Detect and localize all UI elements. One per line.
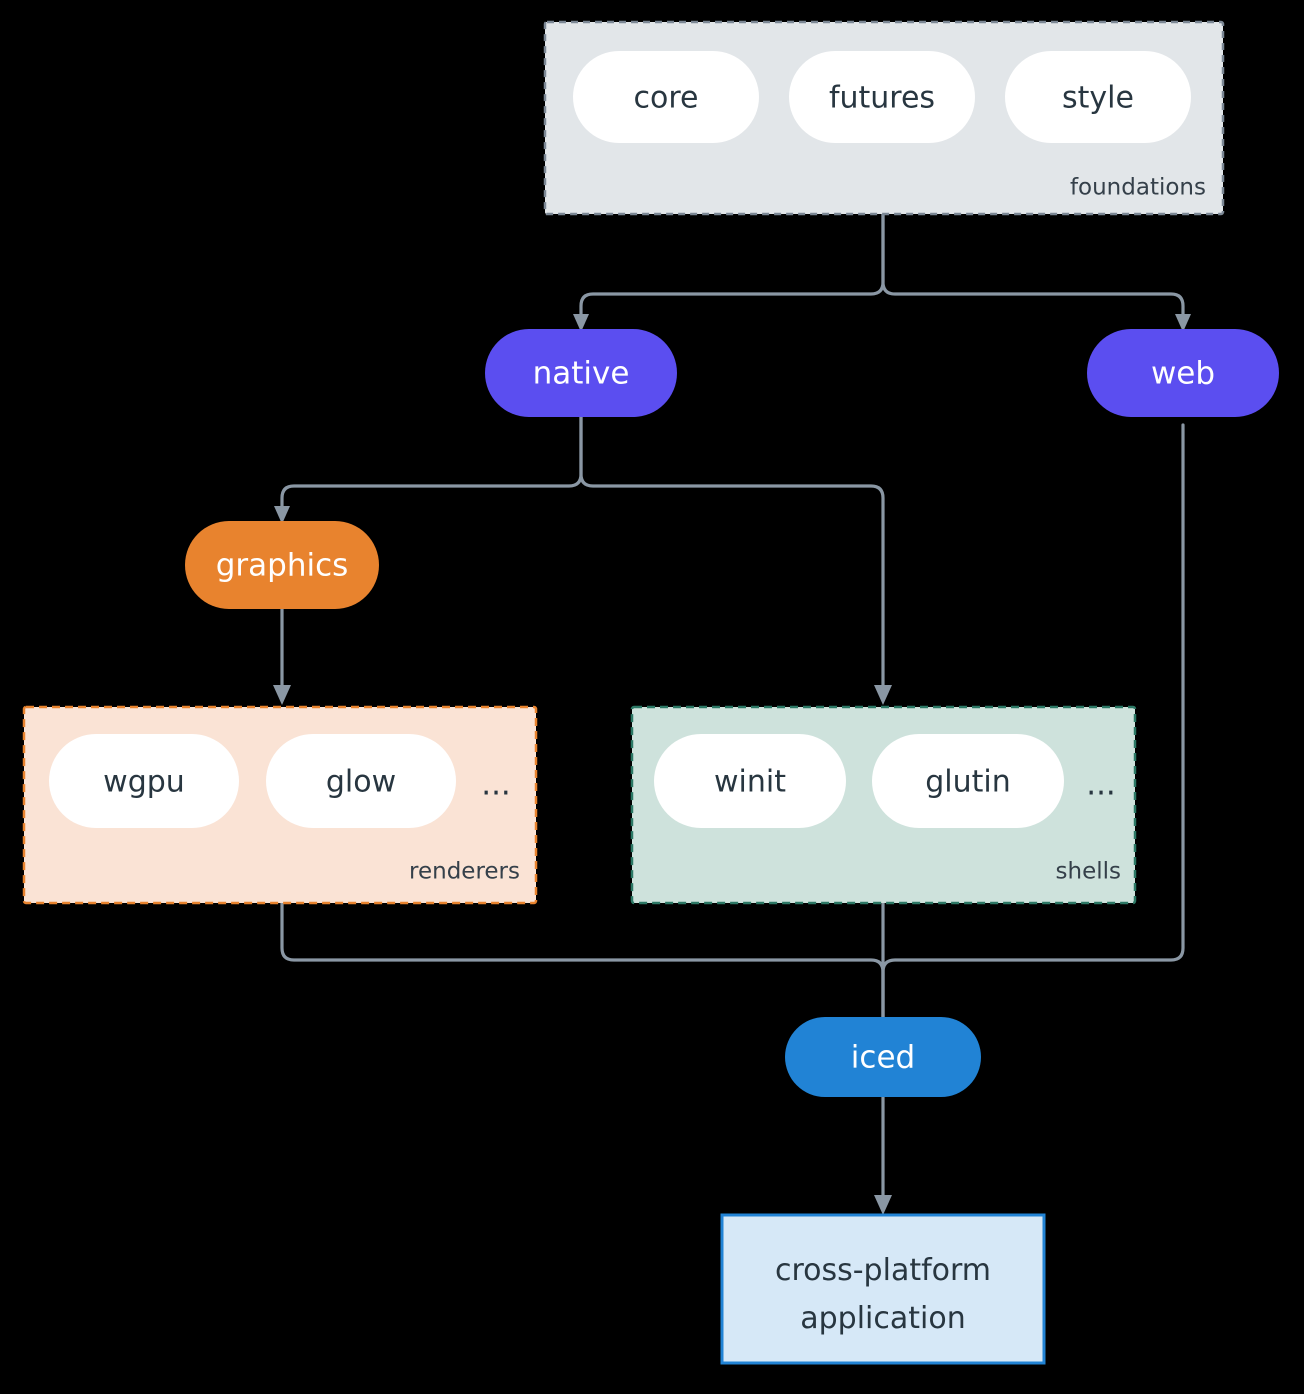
edge-native-to-graphics-shells	[274, 415, 892, 705]
node-iced[interactable]: iced	[785, 1017, 981, 1097]
arrow-head-graphics	[274, 506, 290, 524]
node-core[interactable]: core	[573, 51, 759, 143]
node-iced-label: iced	[851, 1040, 915, 1076]
node-style-label: style	[1062, 81, 1134, 116]
edge-iced-to-application	[874, 1095, 892, 1215]
group-shells[interactable]: winit glutin ... shells	[630, 705, 1137, 905]
arrow-head-web	[1175, 314, 1191, 332]
node-web-label: web	[1151, 356, 1215, 392]
node-web[interactable]: web	[1087, 329, 1279, 417]
node-iced-shape	[785, 1017, 981, 1097]
node-application-label-line1: cross-platform	[775, 1253, 991, 1288]
renderers-ellipsis: ...	[481, 767, 511, 803]
arrow-head-application	[874, 1195, 892, 1215]
node-native-label: native	[533, 356, 630, 392]
node-application-label-line2: application	[800, 1301, 965, 1336]
group-shells-label: shells	[1056, 859, 1121, 885]
shells-ellipsis: ...	[1086, 767, 1116, 803]
node-winit-label: winit	[714, 765, 786, 800]
node-graphics-label: graphics	[216, 548, 349, 584]
group-renderers-label: renderers	[409, 859, 520, 885]
node-style-shape	[1005, 51, 1191, 143]
node-wgpu-shape	[49, 734, 239, 828]
node-winit-shape	[654, 734, 846, 828]
node-graphics-shape	[185, 521, 379, 609]
node-wgpu-label: wgpu	[103, 765, 185, 800]
node-glutin-shape	[872, 734, 1064, 828]
node-native[interactable]: native	[485, 329, 677, 417]
node-native-shape	[485, 329, 677, 417]
group-foundations-label: foundations	[1070, 175, 1206, 201]
node-application[interactable]: cross-platform application	[720, 1213, 1046, 1365]
arrow-head-native	[573, 314, 589, 332]
node-application-shape	[720, 1213, 1046, 1365]
arrow-head-renderers	[273, 685, 291, 705]
node-glow-shape	[266, 734, 456, 828]
edge-graphics-to-renderers	[273, 607, 291, 705]
node-glow[interactable]: glow	[266, 734, 456, 828]
node-glow-label: glow	[326, 765, 396, 800]
edge-foundations-to-native-web	[573, 212, 1191, 332]
node-winit[interactable]: winit	[654, 734, 846, 828]
node-futures-shape	[789, 51, 975, 143]
node-wgpu[interactable]: wgpu	[49, 734, 239, 828]
node-futures-label: futures	[829, 81, 935, 116]
group-renderers[interactable]: wgpu glow ... renderers	[22, 705, 538, 905]
node-glutin-label: glutin	[925, 765, 1011, 800]
node-web-shape	[1087, 329, 1279, 417]
node-graphics[interactable]: graphics	[185, 521, 379, 609]
node-futures[interactable]: futures	[789, 51, 975, 143]
node-style[interactable]: style	[1005, 51, 1191, 143]
node-core-shape	[573, 51, 759, 143]
group-foundations[interactable]: core futures style foundations	[543, 20, 1225, 216]
node-core-label: core	[634, 81, 699, 116]
node-glutin[interactable]: glutin	[872, 734, 1064, 828]
arrow-head-shells	[874, 685, 892, 705]
